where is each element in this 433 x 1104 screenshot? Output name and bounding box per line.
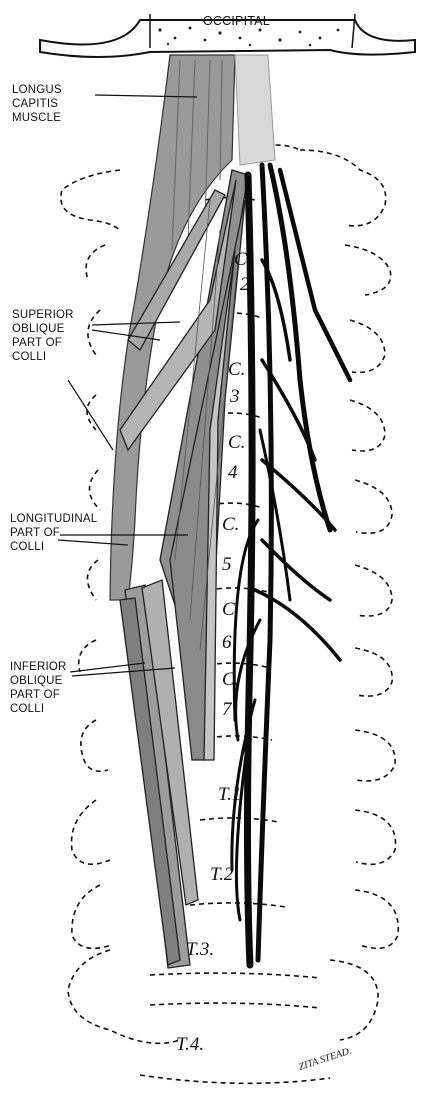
- inferior-oblique-label-l4: COLLI: [10, 703, 44, 715]
- vertebra-t2: T.2: [210, 864, 234, 885]
- vertebra-c2-num: 2: [240, 274, 250, 295]
- vertebra-c5-top: C.: [222, 514, 239, 535]
- longitudinal-label-l3: COLLI: [10, 541, 44, 553]
- superior-oblique-label-l1: SUPERIOR: [12, 309, 74, 321]
- vertebra-c4-top: C.: [228, 432, 245, 453]
- occipital-bone: OCCIPITAL: [40, 14, 415, 57]
- inferior-oblique-label-l2: OBLIQUE: [10, 675, 63, 687]
- inferior-oblique-label-l1: INFERIOR: [10, 661, 67, 673]
- vertebra-c5-num: 5: [222, 554, 232, 575]
- nerve-lines: [232, 165, 350, 965]
- longitudinal-label-l2: PART OF: [10, 527, 60, 539]
- vertebra-c6-top: C.: [222, 599, 239, 620]
- artist-signature: ZITA STEAD.: [298, 1046, 353, 1073]
- vertebra-c2-top: C.: [234, 249, 251, 270]
- longus-capitis-label-l3: MUSCLE: [12, 112, 61, 124]
- superior-oblique-label-l2: OBLIQUE: [12, 323, 65, 335]
- inferior-oblique-label-l3: PART OF: [10, 689, 60, 701]
- vertebra-c6-num: 6: [222, 632, 232, 653]
- occipital-label: OCCIPITAL: [203, 14, 270, 28]
- vertebra-c7-num: 7: [222, 699, 233, 720]
- vertebra-t4: T.4.: [176, 1034, 204, 1055]
- vertebra-t3: T.3.: [186, 939, 214, 960]
- longus-capitis-label-l1: LONGUS: [12, 84, 62, 96]
- superior-oblique-label-l3: PART OF: [12, 337, 62, 349]
- vertebra-c4-num: 4: [228, 462, 238, 483]
- vertebra-c3-top: C.: [228, 359, 245, 380]
- superior-oblique-label-l4: COLLI: [12, 351, 46, 363]
- vertebra-c7-top: C.: [222, 669, 239, 690]
- vertebra-c3-num: 3: [229, 386, 240, 407]
- longus-capitis-label-l2: CAPITIS: [12, 98, 58, 110]
- longitudinal-label-l1: LONGITUDINAL: [10, 513, 98, 525]
- vertebra-t1: T.1: [218, 784, 241, 805]
